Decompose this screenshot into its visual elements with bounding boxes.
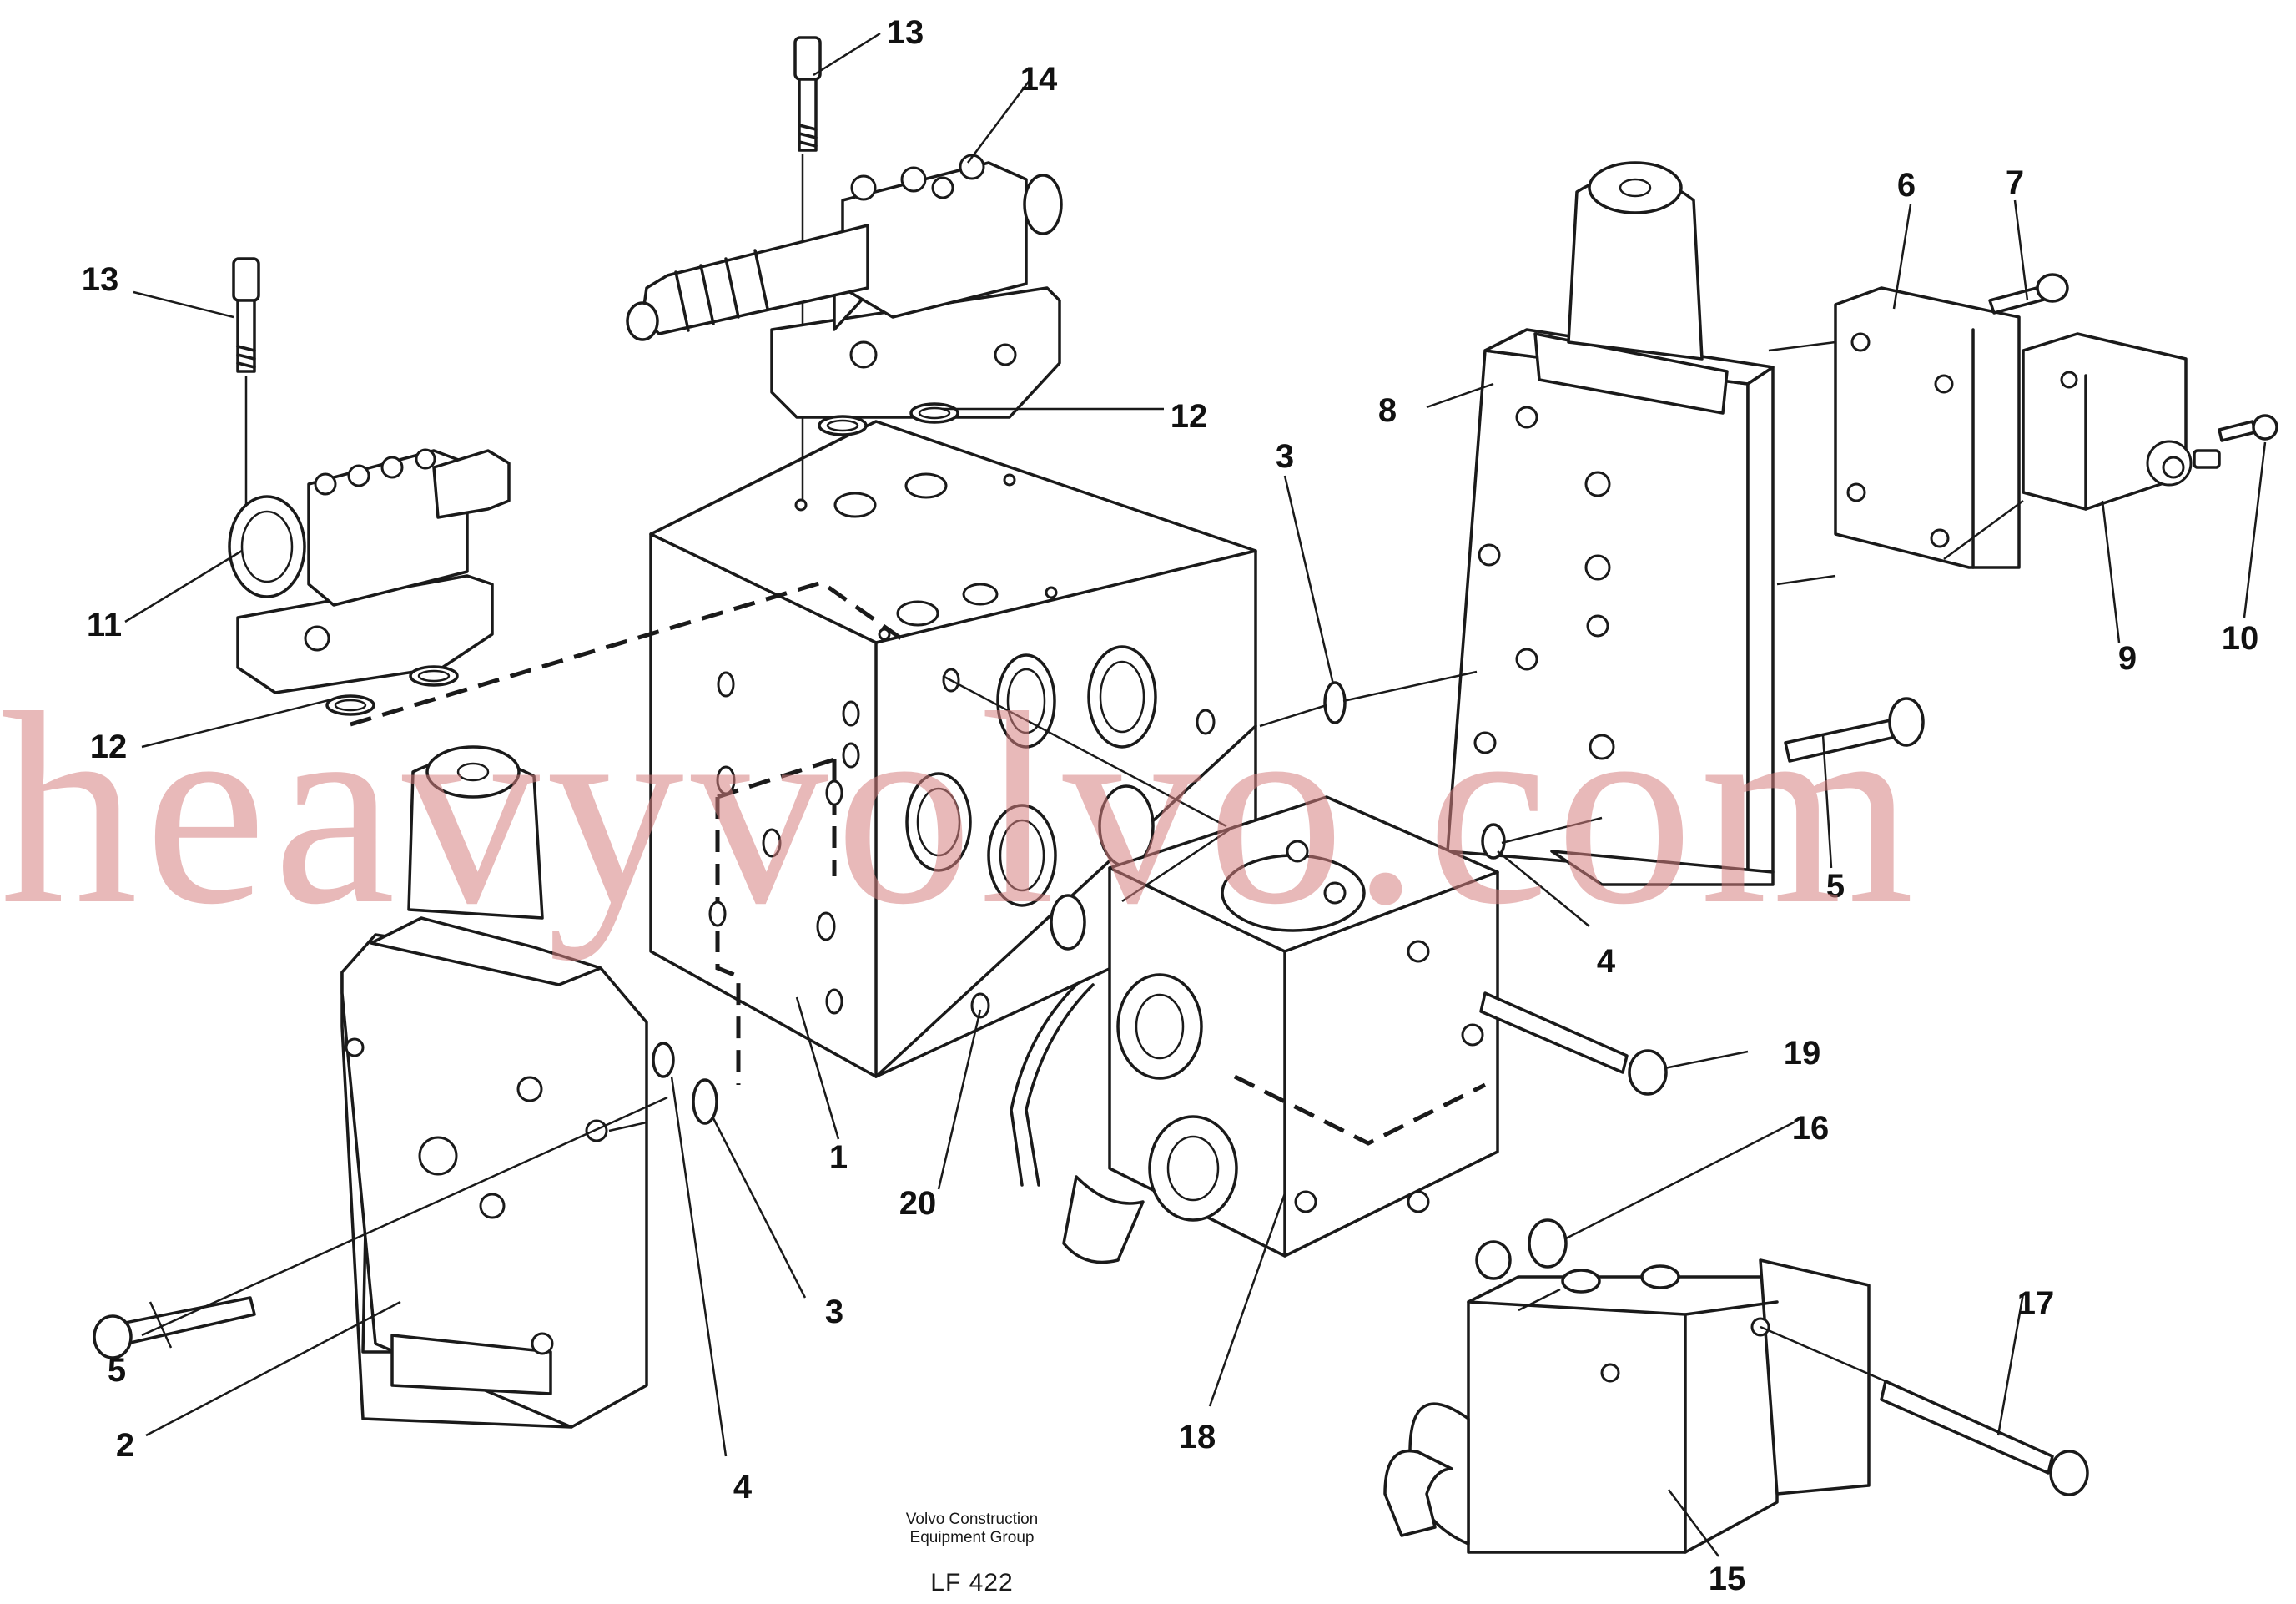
end-cap	[2022, 332, 2221, 511]
caption-company-line1: Volvo Construction	[905, 1511, 1039, 1528]
main-valve-block	[350, 420, 1257, 1085]
drawing-caption: Volvo Construction Equipment Group LF 42…	[834, 1511, 1110, 1597]
callout-14: 14	[1020, 61, 1058, 98]
callout-5-left: 5	[108, 1352, 126, 1389]
o-rings	[652, 681, 1568, 1280]
callout-9: 9	[2118, 640, 2137, 677]
callout-12-upper: 12	[1171, 398, 1208, 435]
middle-valve-block	[1010, 795, 1499, 1264]
callout-20: 20	[899, 1185, 937, 1222]
leader-lines	[124, 32, 2267, 1557]
callout-13-left: 13	[82, 261, 119, 298]
right-solenoid-valve	[1446, 161, 1775, 886]
caption-company-line2: Equipment Group	[909, 1529, 1035, 1546]
callout-4-right: 4	[1597, 943, 1616, 980]
callout-3-right: 3	[1276, 438, 1294, 475]
callout-8: 8	[1378, 392, 1397, 429]
cover-plate	[1834, 286, 2021, 569]
callout-13-top: 13	[887, 14, 924, 51]
callout-12-left: 12	[90, 729, 128, 765]
callout-1: 1	[829, 1139, 848, 1176]
left-solenoid-valve	[340, 745, 648, 1429]
callout-7: 7	[2006, 164, 2024, 201]
upper-pilot-valve	[626, 36, 1063, 501]
callout-19: 19	[1784, 1035, 1821, 1072]
callout-3-left: 3	[825, 1294, 843, 1330]
bolts	[93, 273, 2278, 1496]
callout-10: 10	[2222, 620, 2259, 657]
left-pilot-valve	[228, 257, 511, 716]
callout-15: 15	[1709, 1561, 1746, 1597]
callout-numbers: 13 14 13 12 11 12 3 8 6 7 9 10 5 4 19 16…	[82, 14, 2259, 1597]
drawing-code: LF 422	[930, 1569, 1014, 1596]
callout-18: 18	[1179, 1419, 1216, 1455]
callout-5-right: 5	[1826, 868, 1845, 905]
callout-4-left: 4	[733, 1469, 753, 1506]
callout-2: 2	[116, 1427, 134, 1464]
callout-11: 11	[87, 607, 122, 643]
callout-16: 16	[1792, 1110, 1830, 1147]
callout-17: 17	[2017, 1285, 2055, 1322]
lower-valve-block	[1383, 1258, 1871, 1554]
callout-6: 6	[1897, 167, 1916, 204]
